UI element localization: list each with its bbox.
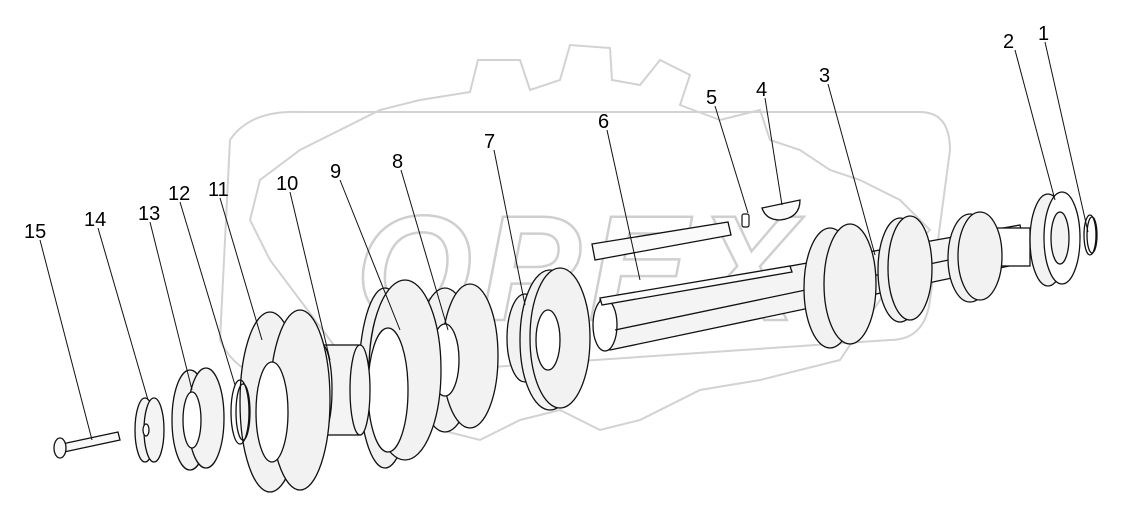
bearing-right xyxy=(1029,191,1081,287)
bearing-13 xyxy=(171,367,225,471)
part-label-12: 12 xyxy=(168,183,190,205)
shaft-key xyxy=(591,221,793,306)
gear-9 xyxy=(358,279,442,469)
part-label-9: 9 xyxy=(330,161,341,183)
leader-lines xyxy=(39,41,1089,441)
part-label-13: 13 xyxy=(138,203,160,225)
bolt-15 xyxy=(53,431,121,459)
circlip-right xyxy=(1083,214,1098,256)
part-labels: 1 2 3 4 5 6 7 8 9 10 11 12 13 14 15 xyxy=(24,23,1049,243)
washer-14 xyxy=(134,397,165,463)
part-label-7: 7 xyxy=(484,131,495,153)
part-label-2: 2 xyxy=(1003,31,1014,53)
woodruff-key xyxy=(761,199,801,221)
part-label-10: 10 xyxy=(276,173,298,195)
part-label-15: 15 xyxy=(24,221,46,243)
part-label-8: 8 xyxy=(392,151,403,173)
gear-11 xyxy=(239,309,331,493)
part-label-3: 3 xyxy=(819,65,830,87)
part-label-14: 14 xyxy=(84,209,106,231)
part-label-5: 5 xyxy=(706,87,717,109)
part-label-6: 6 xyxy=(598,111,609,133)
part-label-11: 11 xyxy=(208,179,229,201)
gear-7 xyxy=(506,267,591,411)
circlip-12 xyxy=(230,379,251,445)
part-label-1: 1 xyxy=(1038,23,1049,45)
part-label-4: 4 xyxy=(756,79,767,101)
shaft-gear xyxy=(803,211,1003,349)
pin xyxy=(741,213,750,228)
